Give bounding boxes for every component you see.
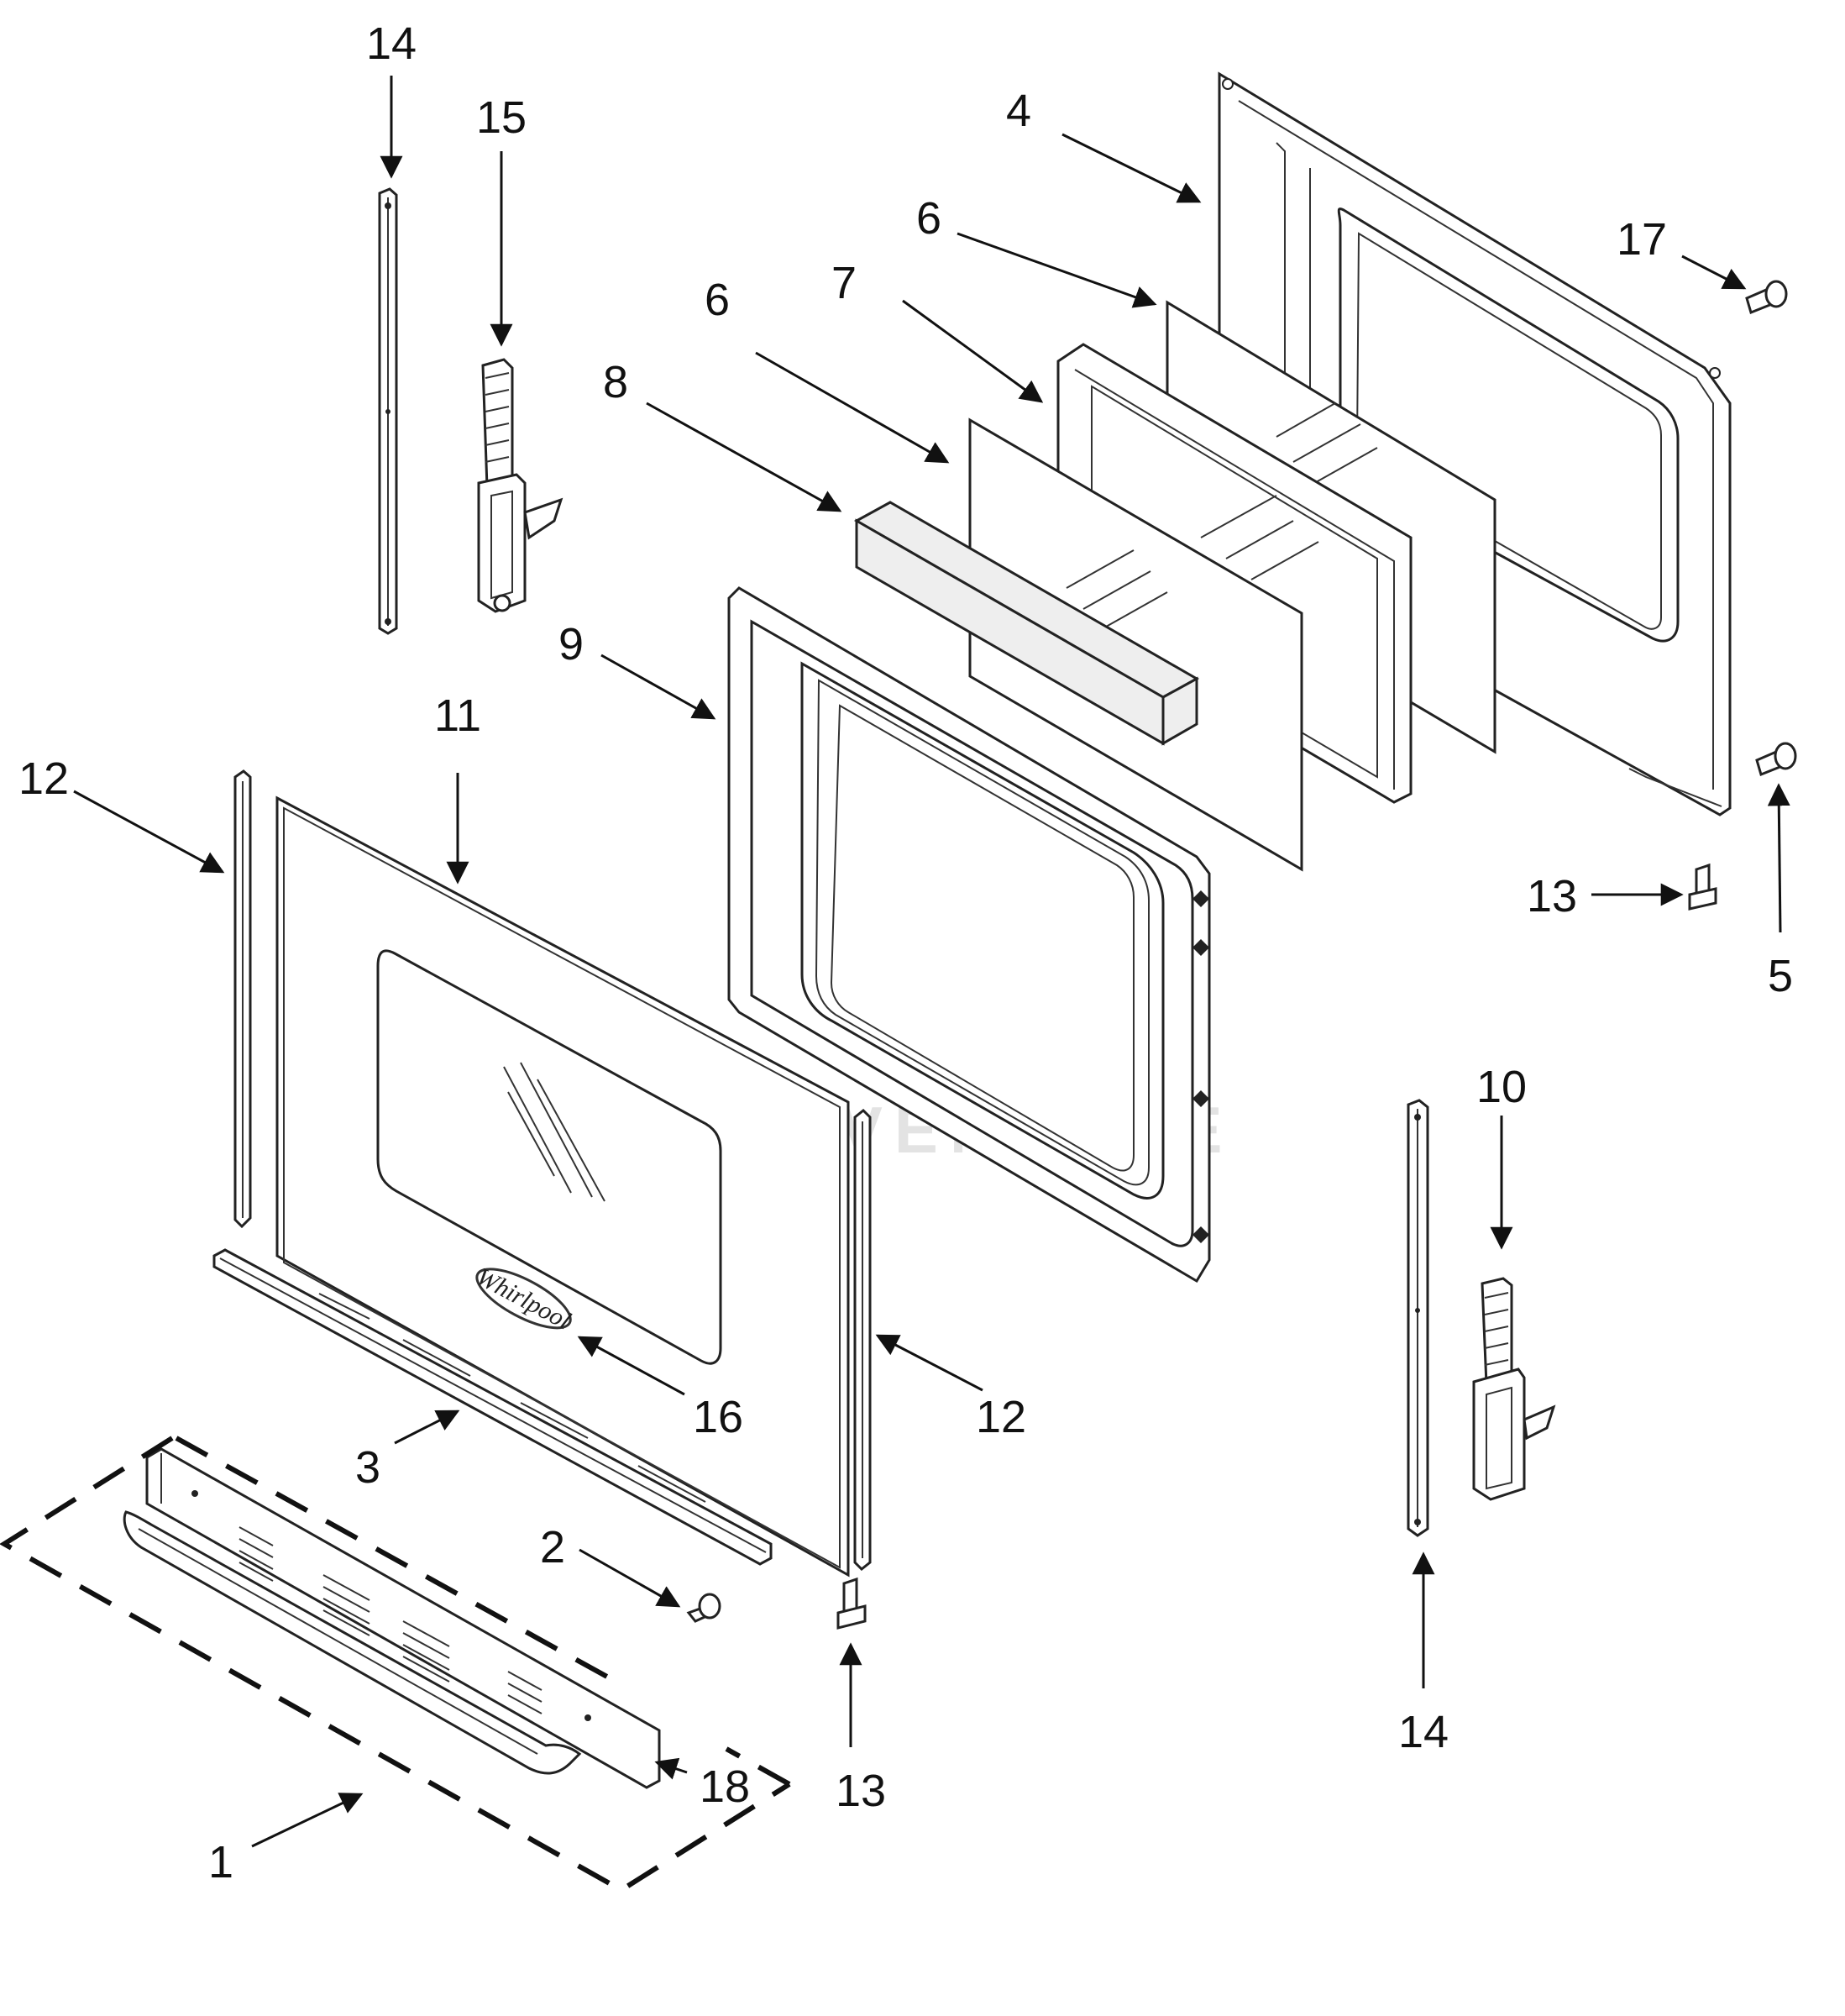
leader-4: [1061, 133, 1202, 203]
part-8-insulation: [853, 501, 1200, 746]
callout-18: 18: [700, 1761, 750, 1812]
callout-13-right: 13: [1527, 871, 1577, 921]
part-13-screw-right: [1688, 863, 1717, 911]
leader-12-right: [875, 1334, 983, 1392]
part-11-outer-door-panel: [275, 795, 850, 1578]
part-5-screw: [1755, 742, 1797, 777]
leader-5: [1767, 783, 1790, 933]
callout-3: 3: [355, 1442, 380, 1493]
callout-17: 17: [1617, 214, 1667, 265]
callout-5: 5: [1768, 951, 1793, 1001]
leader-16: [577, 1336, 685, 1396]
leader-3: [394, 1410, 460, 1445]
part-13-screw-bottom: [836, 1577, 867, 1630]
leader-18: [654, 1757, 688, 1780]
callout-8: 8: [603, 357, 628, 407]
leader-6-left: [755, 351, 950, 464]
part-14-hinge-receiver-bottom: [1407, 1099, 1429, 1537]
leader-9: [600, 654, 716, 720]
part-2-screw: [686, 1593, 721, 1623]
callout-11: 11: [434, 690, 481, 741]
callout-14-bottom: 14: [1398, 1707, 1449, 1757]
part-3-door-vent-trim: [212, 1248, 773, 1566]
callout-7: 7: [831, 258, 857, 308]
leader-17: [1681, 255, 1747, 290]
leader-12-left: [73, 790, 225, 874]
leader-8: [646, 402, 842, 512]
leader-6-right: [957, 232, 1157, 308]
callout-9: 9: [558, 619, 584, 669]
part-15-door-hinge: [477, 358, 563, 613]
callout-13-bottom: 13: [836, 1766, 886, 1816]
callout-10: 10: [1476, 1062, 1527, 1112]
callout-6-right: 6: [916, 193, 941, 244]
part-17-screw: [1745, 280, 1788, 315]
leader-2: [579, 1548, 681, 1608]
leader-lines: [73, 76, 1790, 1848]
callout-12-left: 12: [18, 753, 69, 804]
kit-boundary-dashed: [0, 1436, 791, 1893]
callout-16: 16: [693, 1392, 743, 1442]
callout-12-right: 12: [976, 1392, 1026, 1442]
part-1-door-handle: [123, 1510, 582, 1775]
part-4-inner-door-panel: [1218, 71, 1732, 816]
callout-14-top: 14: [366, 18, 417, 69]
callout-2: 2: [540, 1522, 565, 1572]
part-14-hinge-receiver-top: [378, 187, 398, 635]
callout-1: 1: [208, 1837, 233, 1887]
callout-15: 15: [476, 92, 527, 143]
callout-4: 4: [1006, 86, 1031, 136]
part-10-door-hinge: [1472, 1277, 1556, 1501]
part-12-side-trim-right: [853, 1108, 872, 1572]
callout-6-left: 6: [705, 275, 730, 325]
leader-7: [902, 299, 1044, 403]
part-12-side-trim-left: [233, 769, 252, 1229]
callout-labels: 14 15 4 6 7 6 8 17 9 11 12 13 5 10 16 12…: [18, 18, 1793, 1887]
leader-1: [251, 1793, 364, 1848]
part-18-vent-panel: [145, 1447, 661, 1789]
part-9-door-liner: [727, 586, 1211, 1284]
